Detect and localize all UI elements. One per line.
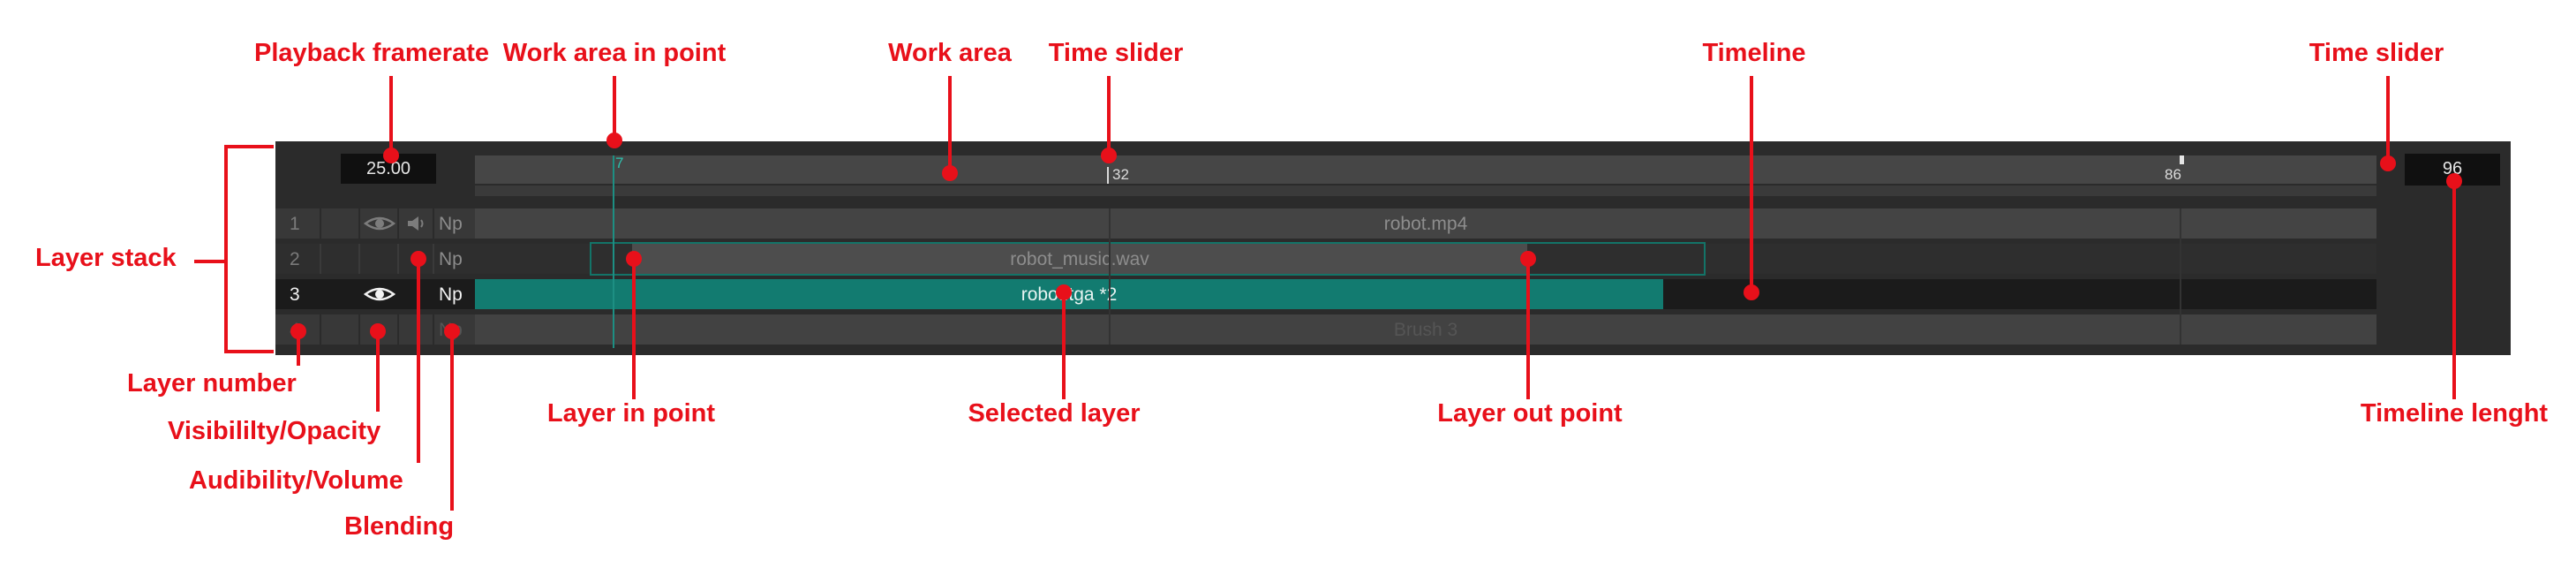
pointer-line [297, 330, 300, 366]
clip-label: robot_music.wav [1010, 249, 1149, 269]
divider [320, 314, 321, 345]
ruler-scroll-strip [475, 186, 2376, 196]
annotation-time-slider: Time slider [1048, 39, 1184, 67]
annotation-visibility-opacity: Visibililty/Opacity [168, 417, 381, 445]
pointer-line [1526, 258, 1530, 399]
pointer-line [2386, 76, 2390, 163]
divider [433, 208, 434, 239]
layer-number: 3 [290, 284, 300, 305]
annotation-audibility-volume: Audibility/Volume [189, 466, 403, 495]
layer-number: 2 [290, 249, 300, 269]
time-ruler[interactable]: 32 86 [475, 155, 2376, 184]
pointer-line [376, 330, 380, 412]
annotation-playback-framerate: Playback framerate [254, 39, 489, 67]
current-frame-label: 7 [615, 155, 624, 171]
playhead-line[interactable] [613, 155, 614, 348]
divider [397, 314, 399, 345]
marker-guide-86 [2180, 208, 2181, 345]
marker-tick-86 [2180, 155, 2184, 164]
divider [358, 208, 360, 239]
marker-guide-32 [1109, 208, 1111, 345]
clip-robot-mp4[interactable]: robot.mp4 [475, 208, 2376, 239]
pointer-line [1107, 76, 1111, 155]
clip-label: robot.mp4 [1383, 214, 1468, 234]
clip-label: Brush 3 [1393, 320, 1458, 340]
pointer-dot [1101, 148, 1117, 163]
blending-mode[interactable]: Np [439, 284, 463, 305]
annotation-time-slider-right: Time slider [2309, 39, 2444, 67]
bracket-top [224, 145, 274, 148]
pointer-dot [606, 133, 622, 148]
pointer-line [389, 76, 393, 155]
annotation-layer-number: Layer number [127, 369, 297, 398]
annotation-work-area: Work area [888, 39, 1012, 67]
divider [397, 208, 399, 239]
eye-icon[interactable] [362, 215, 397, 232]
divider [397, 244, 399, 274]
clip-robot-music-wav[interactable]: robot_music.wav [632, 244, 1527, 274]
divider [433, 244, 434, 274]
divider [358, 244, 360, 274]
bracket-bottom [224, 350, 274, 353]
pointer-line [613, 76, 616, 140]
annotation-layer-out-point: Layer out point [1437, 399, 1623, 428]
pointer-line [1750, 76, 1753, 288]
annotation-selected-layer: Selected layer [968, 399, 1141, 428]
pointer-dot [383, 148, 399, 163]
clip-audio-outline [590, 242, 1706, 276]
pointer-line [2452, 180, 2456, 399]
marker-tick-32 [1107, 167, 1109, 184]
pointer-dot [2380, 155, 2396, 171]
pointer-line [1062, 292, 1066, 399]
annotation-layer-stack: Layer stack [35, 244, 177, 272]
marker-label-86: 86 [2165, 166, 2181, 183]
pointer-line [632, 258, 636, 399]
blending-mode[interactable]: Np [439, 249, 463, 269]
pointer-line [948, 76, 952, 173]
marker-label-32: 32 [1112, 166, 1129, 183]
speaker-icon[interactable] [406, 215, 427, 232]
annotation-layer-in-point: Layer in point [546, 399, 716, 428]
bracket-connector [194, 260, 226, 263]
eye-icon[interactable] [362, 285, 397, 303]
annotation-blending: Blending [344, 512, 455, 541]
divider [358, 314, 360, 345]
divider [320, 208, 321, 239]
divider [320, 244, 321, 274]
bracket-spine [224, 145, 228, 353]
blending-mode[interactable]: Np [439, 214, 463, 234]
pointer-line [450, 330, 454, 511]
divider [433, 314, 434, 345]
annotation-timeline-length: Timeline lenght [2360, 399, 2549, 428]
pointer-dot [1744, 284, 1759, 300]
pointer-line [417, 258, 420, 463]
pointer-dot [942, 165, 958, 181]
layer-number: 1 [290, 214, 300, 234]
annotation-work-area-in-point: Work area in point [502, 39, 727, 67]
clip-brush-3[interactable]: Brush 3 [475, 314, 2376, 345]
annotation-timeline: Timeline [1702, 39, 1806, 67]
